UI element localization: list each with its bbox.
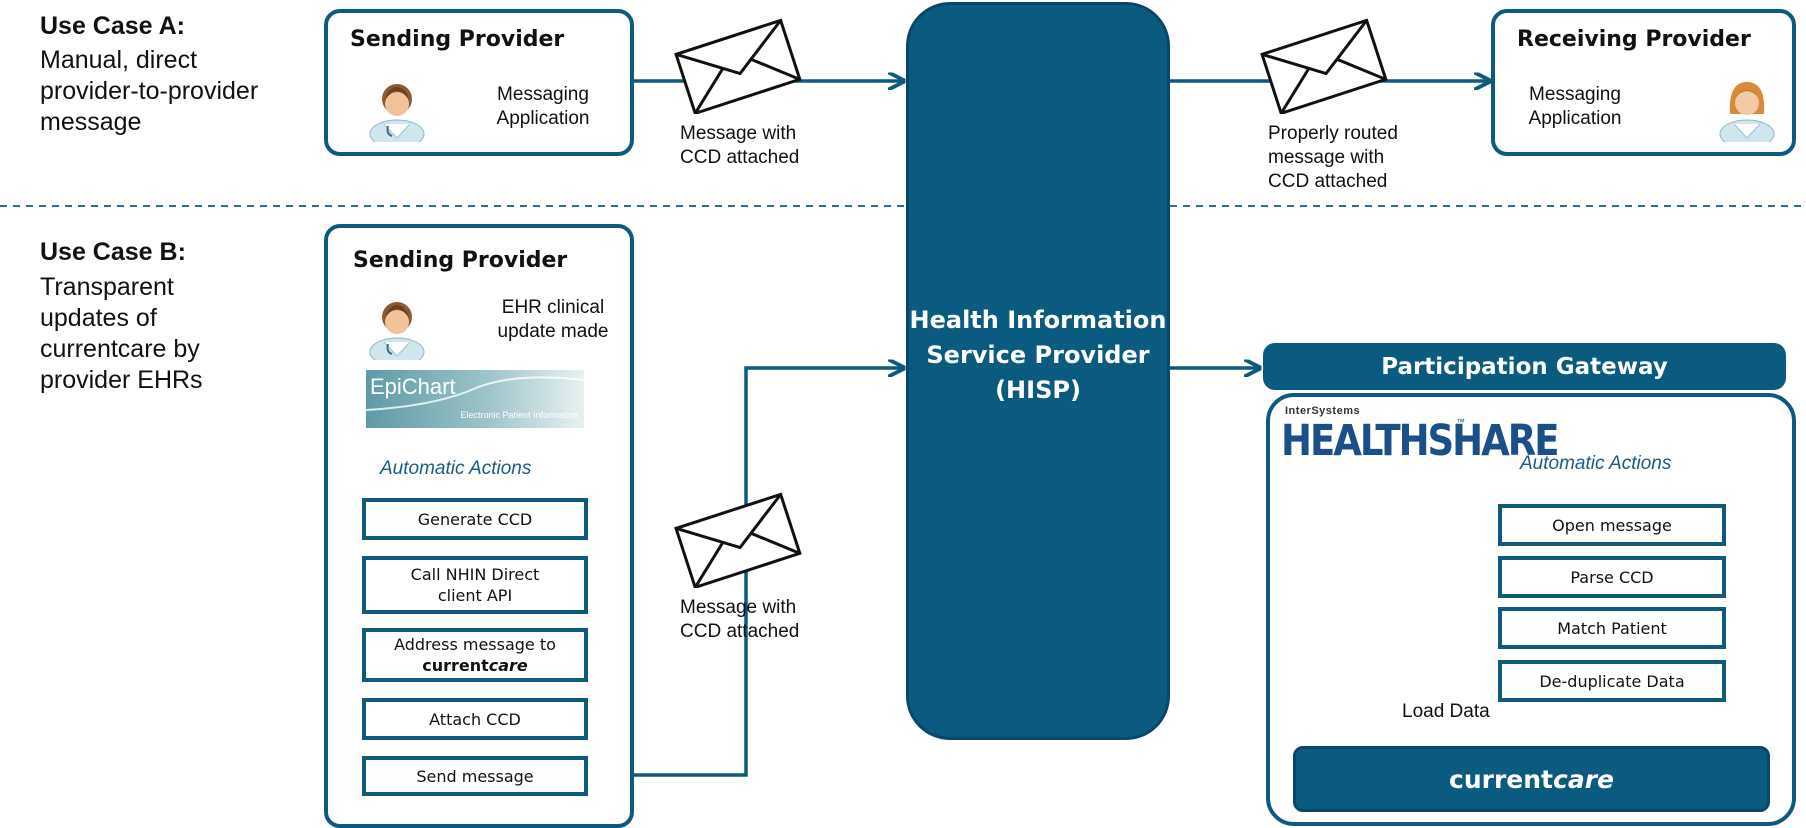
trademark-mark: ™ [1456, 417, 1465, 427]
envelope-icon [674, 492, 802, 588]
step-open-message: Open message [1498, 504, 1726, 546]
step-address-recipient: currentcare [422, 655, 528, 676]
automatic-actions-label: Automatic Actions [380, 458, 532, 479]
message-label-top-right: Properly routed message with CCD attache… [1268, 123, 1398, 192]
healthshare-logo: InterSystems HEALTHSHARE ™ [1281, 403, 1560, 467]
currentcare-italic: care [1553, 764, 1614, 794]
step-deduplicate-data: De-duplicate Data [1498, 660, 1726, 702]
epichart-subtitle: Electronic Patient Information [460, 410, 578, 420]
messaging-app-label: Messaging Application [1528, 84, 1622, 129]
messaging-app-label: Messaging Application [496, 84, 590, 129]
healthshare-brand: HEALTHSHARE [1281, 416, 1560, 466]
message-label-bottom: Message with CCD attached [680, 597, 800, 642]
step-send-message: Send message [362, 756, 588, 796]
use-case-b-title: Use Case B: [40, 238, 186, 266]
panel-title: Receiving Provider [1517, 27, 1751, 52]
step-address-message: Address message to currentcare [362, 628, 588, 682]
use-case-a-title: Use Case A: [40, 12, 185, 40]
currentcare-bold: current [422, 656, 489, 675]
step-address-prefix: Address message to [394, 635, 556, 654]
message-label-top-left: Message with CCD attached [680, 123, 800, 168]
envelope-icon [1260, 18, 1388, 114]
participation-gateway-header: Participation Gateway [1263, 343, 1786, 390]
epichart-wave [366, 376, 584, 411]
top-sending-provider-panel: Sending Provider Messaging Application [324, 9, 634, 156]
step-call-api: Call NHIN Direct client API [362, 556, 588, 614]
use-case-b-description: Transparent updates of currentcare by pr… [40, 273, 203, 394]
step-generate-ccd: Generate CCD [362, 498, 588, 540]
step-attach-ccd: Attach CCD [362, 698, 588, 740]
hisp-label: Health Information Service Provider (HIS… [909, 306, 1167, 404]
epichart-brand: EpiChart [370, 374, 456, 399]
use-case-a-description: Manual, direct provider-to-provider mess… [40, 46, 259, 136]
epichart-logo: EpiChart Electronic Patient Information [366, 370, 584, 428]
step-match-patient: Match Patient [1498, 607, 1726, 649]
currentcare-bold: current [1449, 764, 1553, 794]
load-data-label: Load Data [1402, 701, 1490, 722]
female-doctor-icon [1719, 82, 1775, 142]
hisp-block: Health Information Service Provider (HIS… [906, 2, 1170, 740]
male-doctor-icon [369, 84, 425, 142]
automatic-actions-label: Automatic Actions [1520, 453, 1672, 474]
currentcare-italic: care [488, 656, 528, 675]
ehr-update-note: EHR clinical update made [497, 297, 609, 342]
panel-title: Sending Provider [353, 248, 568, 273]
panel-title: Sending Provider [350, 27, 565, 52]
healthshare-vendor: InterSystems [1285, 405, 1361, 417]
male-doctor-icon [369, 302, 425, 360]
step-parse-ccd: Parse CCD [1498, 556, 1726, 598]
envelope-icon [674, 18, 802, 114]
